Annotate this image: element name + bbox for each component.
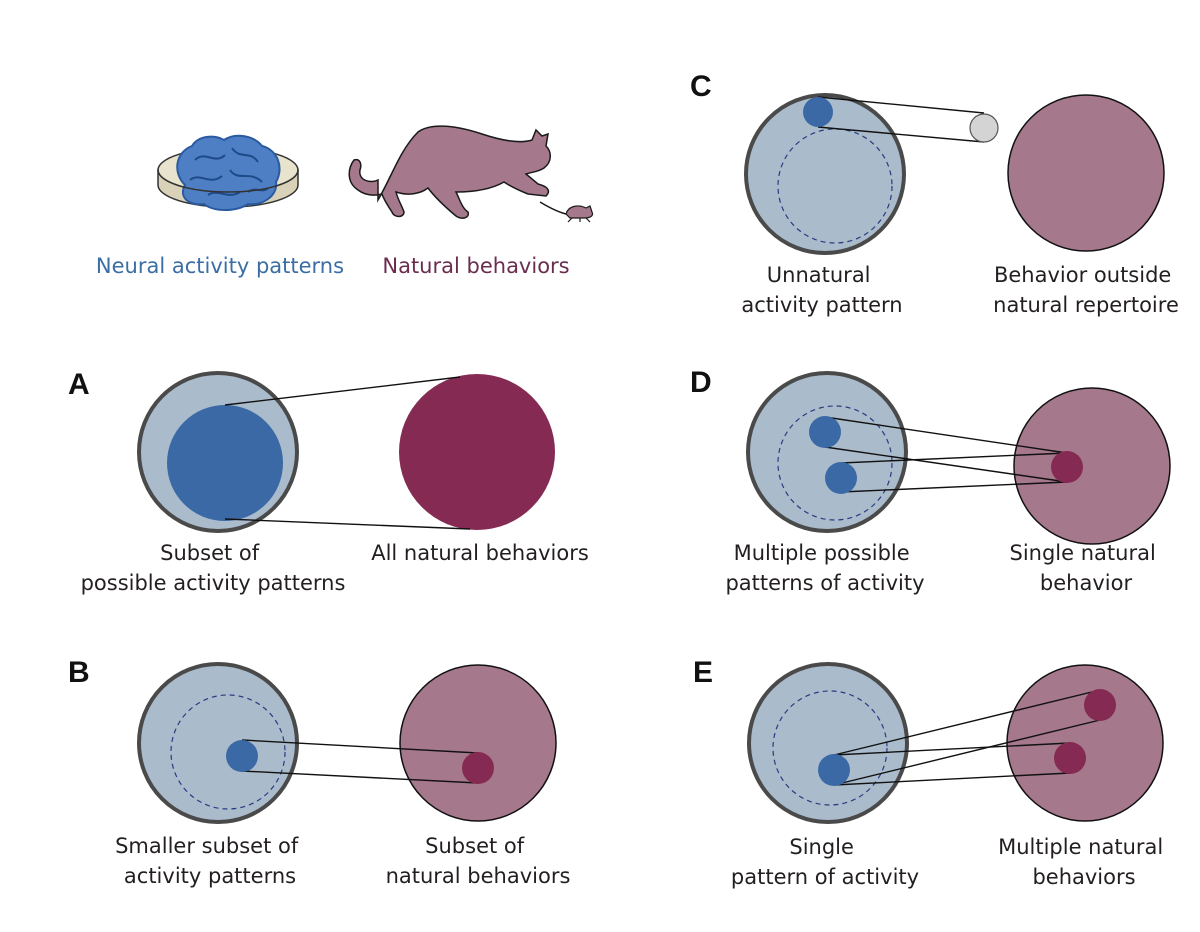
panel-c-outside-behavior-dot [969,113,999,143]
legend: Neural activity patterns Natural behavio… [96,125,594,278]
panel-e-line-3 [833,742,1071,756]
panel-a: A Subset of possible activity patterns A… [68,368,589,595]
panel-b-neural-space [137,662,299,824]
panel-a-right-caption-line-1: All natural behaviors [371,541,589,565]
panel-d-left-caption: Multiple possible patterns of activity [725,541,924,595]
panel-b-activity-dot [226,740,258,772]
panel-d-left-caption-line-1: Multiple possible [734,541,910,565]
panel-e-behavior-space [1006,664,1164,822]
panel-d-right-caption: Single natural behavior [1010,541,1163,595]
panel-c-reachable-boundary [777,128,893,244]
legend-neural-label: Neural activity patterns [96,254,344,278]
panel-c-letter: C [690,70,712,103]
panel-c-right-caption-line-1: Behavior outside [994,263,1171,287]
panel-d-line-1 [824,416,1068,454]
panel-d-neural-space [746,371,908,533]
panel-d-line-4 [840,481,1068,493]
legend-behavior-label: Natural behaviors [382,254,569,278]
panel-d-behavior-space [1013,387,1171,545]
panel-a-left-caption-line-2: possible activity patterns [81,571,346,595]
panel-d-reachable-boundary [777,405,893,521]
panel-e-left-caption: Single pattern of activity [731,835,919,889]
panel-c-mapping-line-top [817,96,985,114]
panel-c: C Unnatural activity pattern Behavior ou… [690,70,1179,317]
brain-in-dish-icon [157,134,299,211]
panel-c-left-caption-line-1: Unnatural [767,263,871,287]
panel-b-mapping-line-bottom [241,770,479,784]
panel-a-behavior-space [399,374,555,530]
panel-b: B Smaller subset of activity patterns Su… [68,656,570,888]
panel-e-line-4 [833,772,1071,786]
panel-b-right-caption-line-1: Subset of [425,834,525,858]
panel-a-mapping-line-top [224,376,461,406]
panel-b-behavior-space [399,664,557,822]
panel-b-reachable-boundary [170,694,286,810]
panel-d-line-2 [824,446,1068,483]
panel-e-activity-dot [818,754,850,786]
panel-a-letter: A [68,368,90,401]
panel-c-mapping-line-bottom [817,126,985,143]
panel-e-letter: E [693,656,713,689]
panel-c-left-caption-line-2: activity pattern [741,293,902,317]
panel-b-behavior-dot [462,752,494,784]
panel-b-left-caption-line-1: Smaller subset of [115,834,299,858]
panel-a-right-caption: All natural behaviors [371,541,589,565]
panel-d-behavior-dot [1051,451,1083,483]
panel-c-right-caption-line-2: natural repertoire [993,293,1179,317]
panel-d-left-caption-line-2: patterns of activity [725,571,924,595]
panel-e-right-caption: Multiple natural behaviors [998,835,1170,889]
panel-c-behavior-space [1007,94,1165,252]
panel-e-neural-space [747,662,909,824]
panel-e-right-caption-line-2: behaviors [1032,865,1135,889]
panel-e-behavior-dot-2 [1054,742,1086,774]
panel-e-left-caption-line-2: pattern of activity [731,865,919,889]
panel-a-left-caption-line-1: Subset of [160,541,260,565]
panel-b-left-caption-line-2: activity patterns [124,864,296,888]
panel-a-activity-subset [167,405,283,521]
panel-e-line-2 [833,719,1101,786]
panel-a-left-caption: Subset of possible activity patterns [81,541,346,595]
panel-b-left-caption: Smaller subset of activity patterns [115,834,305,888]
panel-c-left-caption: Unnatural activity pattern [741,263,902,317]
panel-d-letter: D [690,366,712,399]
panel-e-left-caption-line-1: Single [789,835,854,859]
panel-e-reachable-boundary [772,690,888,806]
panel-e-right-caption-line-1: Multiple natural [998,835,1163,859]
panel-c-neural-space [744,93,906,255]
panel-d: D Multiple possible patterns of activity… [690,366,1171,595]
panel-d-line-3 [840,452,1068,464]
panel-a-mapping-line-bottom [224,518,471,530]
cat-chasing-mouse-icon [348,125,594,223]
panel-d-right-caption-line-1: Single natural [1010,541,1156,565]
panel-c-right-caption: Behavior outside natural repertoire [993,263,1179,317]
panel-b-right-caption-line-2: natural behaviors [386,864,571,888]
panel-b-right-caption: Subset of natural behaviors [386,834,571,888]
panel-b-mapping-line-top [241,739,479,754]
panel-e-line-1 [833,689,1101,756]
panel-e-behavior-dot-1 [1084,689,1116,721]
panel-d-activity-dot-2 [825,462,857,494]
panel-e: E Single pattern of activity Multiple na… [693,656,1170,889]
panel-c-activity-dot [803,97,833,127]
panel-b-letter: B [68,656,90,689]
panel-d-activity-dot-1 [809,416,841,448]
panel-d-right-caption-line-2: behavior [1040,571,1133,595]
